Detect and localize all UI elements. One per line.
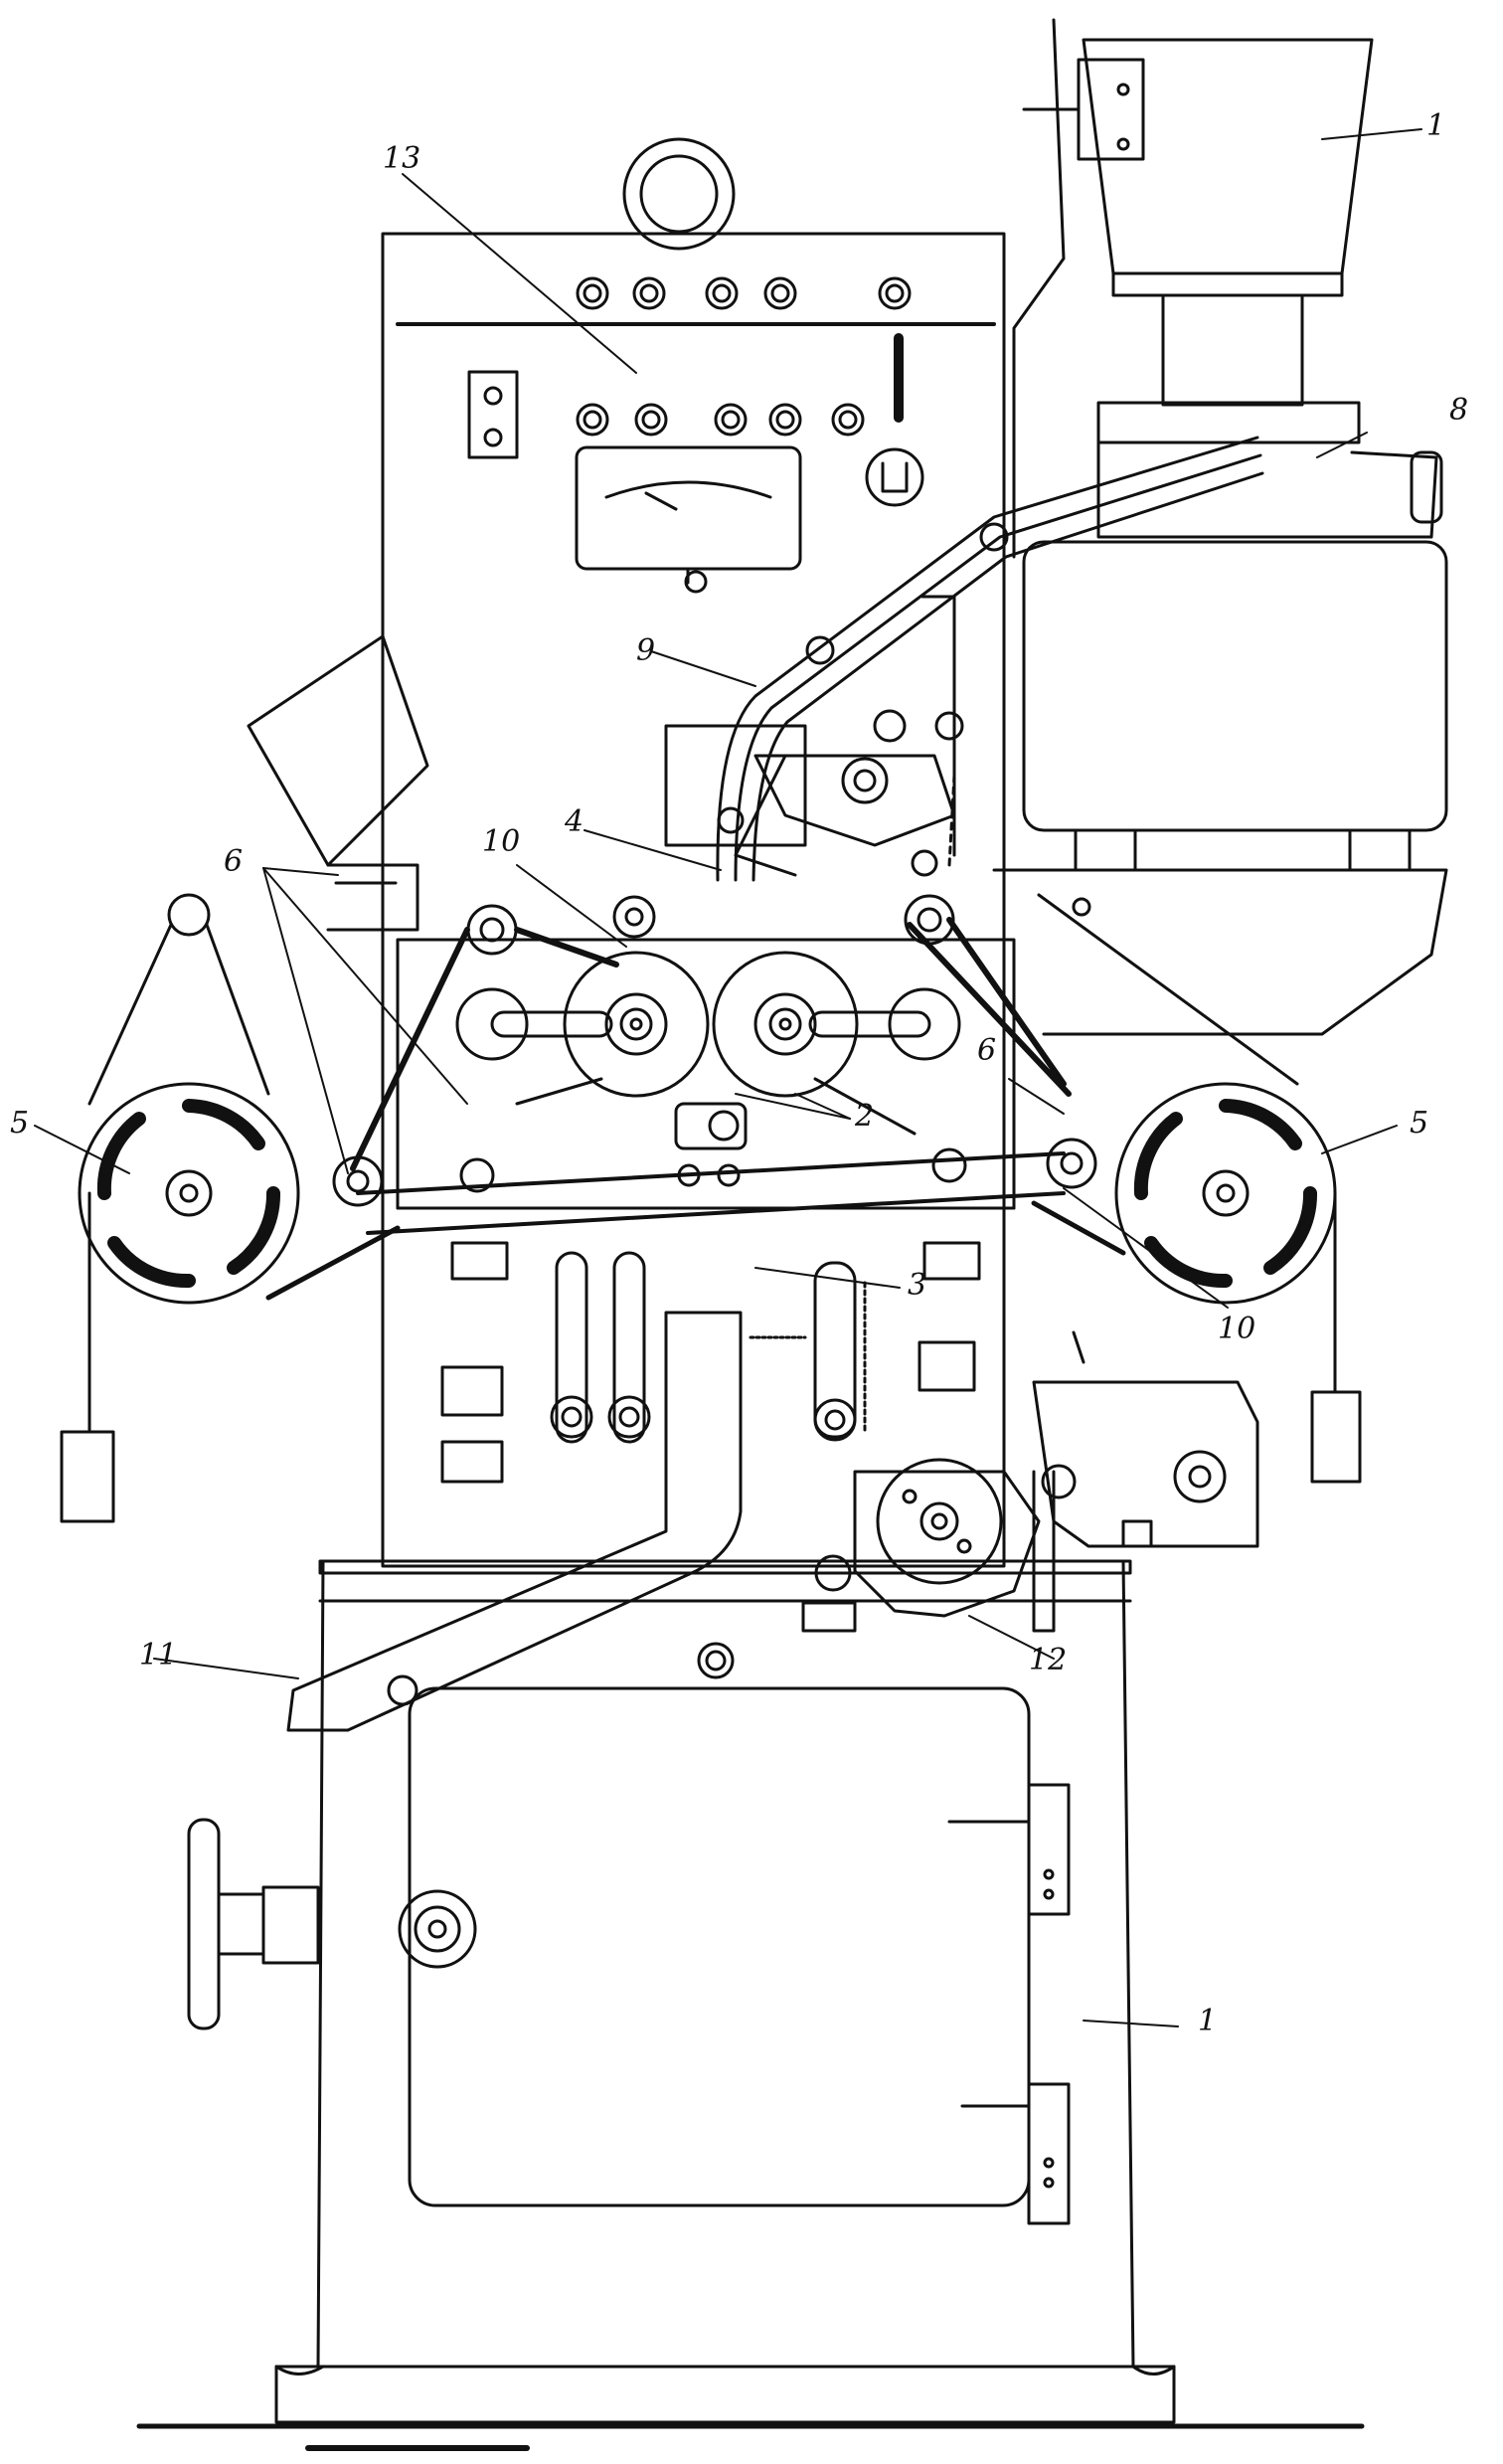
right-lower-housing xyxy=(1032,1330,1259,1633)
roller-panel xyxy=(350,894,1072,1235)
star-wheel xyxy=(801,1458,1041,1633)
feeder-housing xyxy=(992,401,1448,1086)
callout-6-left: 6 xyxy=(224,844,244,879)
machine-base xyxy=(274,1559,1176,2424)
callout-1-hopper: 1 xyxy=(1426,108,1446,143)
handwheel-left xyxy=(187,1818,320,2030)
callout-9-chute: 9 xyxy=(636,633,656,668)
callout-2: 2 xyxy=(855,1099,875,1134)
callout-10-top: 10 xyxy=(482,824,521,859)
reel-left xyxy=(60,893,401,1523)
callout-5-right: 5 xyxy=(1410,1106,1429,1141)
delivery-chute xyxy=(286,1311,743,1732)
callout-11-delivery-chute: 11 xyxy=(139,1638,178,1672)
callout-3: 3 xyxy=(908,1268,927,1303)
callout-1-base: 1 xyxy=(1198,2004,1218,2038)
left-feed-tray xyxy=(247,634,429,932)
callout-5-left: 5 xyxy=(10,1106,30,1141)
callout-10-bottom: 10 xyxy=(1218,1312,1256,1346)
callout-6-right: 6 xyxy=(977,1033,997,1068)
access-door xyxy=(398,1642,1071,2225)
lower-mechanism xyxy=(440,1241,981,1484)
reel-right xyxy=(1031,1082,1362,1484)
callout-4: 4 xyxy=(565,804,584,839)
upper-mechanism xyxy=(664,595,964,877)
leader-lines xyxy=(34,128,1422,2027)
callout-12-star-wheel: 12 xyxy=(1029,1643,1068,1677)
callout-13-control-panel: 13 xyxy=(383,141,421,176)
upper-cabinet xyxy=(381,137,1006,1568)
callout-8-feeder: 8 xyxy=(1449,393,1469,428)
hopper xyxy=(1012,18,1374,559)
